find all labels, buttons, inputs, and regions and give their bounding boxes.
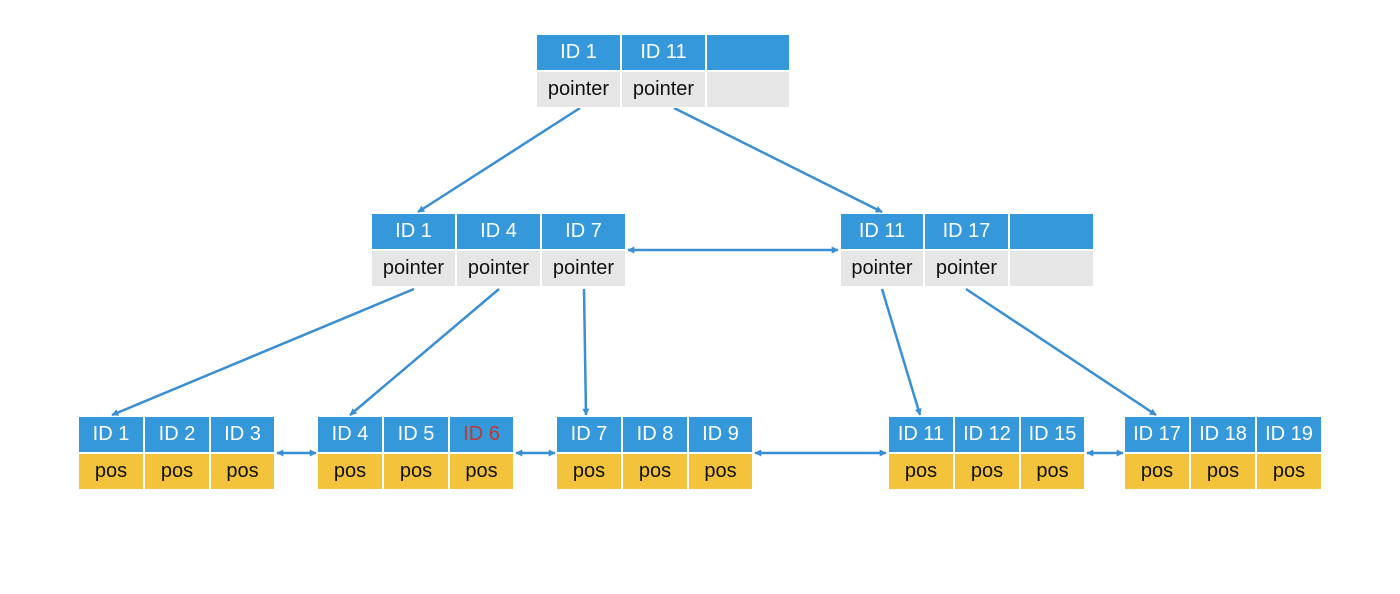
leaf-5-pos-3: pos bbox=[1256, 453, 1322, 490]
internal-1-key-3: ID 7 bbox=[541, 213, 626, 250]
leaf-5-pos-2: pos bbox=[1190, 453, 1256, 490]
edge-root-to-internal-1 bbox=[417, 106, 581, 214]
internal-2-pointer-3 bbox=[1009, 250, 1094, 287]
leaf-1-pos-1: pos bbox=[78, 453, 144, 490]
edge-internal-2-to-leaf-4 bbox=[880, 288, 922, 416]
leaf-1-pos-2: pos bbox=[144, 453, 210, 490]
root-key-1: ID 1 bbox=[536, 34, 621, 71]
leaf-3-key-3: ID 9 bbox=[688, 416, 753, 453]
internal-1-pointer-2: pointer bbox=[456, 250, 541, 287]
leaf-node-5: ID 17 ID 18 ID 19 pos pos pos bbox=[1124, 416, 1322, 490]
leaf-2-key-3-highlighted: ID 6 bbox=[449, 416, 514, 453]
leaf-1-key-1: ID 1 bbox=[78, 416, 144, 453]
leaf-2-pos-2: pos bbox=[383, 453, 449, 490]
leaf-4-pos-1: pos bbox=[888, 453, 954, 490]
leaf-3-pos-2: pos bbox=[622, 453, 688, 490]
internal-2-pointer-2: pointer bbox=[924, 250, 1009, 287]
leaf-5-key-2: ID 18 bbox=[1190, 416, 1256, 453]
edge-internal-1-to-leaf-2 bbox=[349, 288, 500, 416]
edge-root-to-internal-2 bbox=[673, 106, 883, 214]
leaf-3-key-1: ID 7 bbox=[556, 416, 622, 453]
leaf-3-pos-3: pos bbox=[688, 453, 753, 490]
root-key-3 bbox=[706, 34, 790, 71]
internal-1-pointer-1: pointer bbox=[371, 250, 456, 287]
leaf-node-3: ID 7 ID 8 ID 9 pos pos pos bbox=[556, 416, 753, 490]
internal-2-key-1: ID 11 bbox=[840, 213, 924, 250]
leaf-1-key-2: ID 2 bbox=[144, 416, 210, 453]
edge-internal-1-to-leaf-1 bbox=[111, 287, 415, 417]
leaf-4-key-3: ID 15 bbox=[1020, 416, 1085, 453]
root-pointer-1: pointer bbox=[536, 71, 621, 108]
leaf-4-pos-2: pos bbox=[954, 453, 1020, 490]
leaf-3-key-2: ID 8 bbox=[622, 416, 688, 453]
leaf-node-2: ID 4 ID 5 ID 6 pos pos pos bbox=[317, 416, 514, 490]
leaf-5-key-3: ID 19 bbox=[1256, 416, 1322, 453]
leaf-2-pos-3: pos bbox=[449, 453, 514, 490]
root-pointer-3 bbox=[706, 71, 790, 108]
leaf-1-pos-3: pos bbox=[210, 453, 275, 490]
leaf-node-1: ID 1 ID 2 ID 3 pos pos pos bbox=[78, 416, 275, 490]
internal-1-key-2: ID 4 bbox=[456, 213, 541, 250]
leaf-4-key-2: ID 12 bbox=[954, 416, 1020, 453]
leaf-5-pos-1: pos bbox=[1124, 453, 1190, 490]
root-node: ID 1 ID 11 pointer pointer bbox=[536, 34, 790, 108]
leaf-5-key-1: ID 17 bbox=[1124, 416, 1190, 453]
internal-2-key-2: ID 17 bbox=[924, 213, 1009, 250]
leaf-2-pos-1: pos bbox=[317, 453, 383, 490]
internal-1-key-1: ID 1 bbox=[371, 213, 456, 250]
internal-2-pointer-1: pointer bbox=[840, 250, 924, 287]
internal-2-key-3 bbox=[1009, 213, 1094, 250]
leaf-3-pos-1: pos bbox=[556, 453, 622, 490]
edge-internal-1-to-leaf-3 bbox=[582, 288, 590, 416]
internal-node-1: ID 1 ID 4 ID 7 pointer pointer pointer bbox=[371, 213, 626, 287]
root-pointer-2: pointer bbox=[621, 71, 706, 108]
internal-1-pointer-3: pointer bbox=[541, 250, 626, 287]
leaf-4-key-1: ID 11 bbox=[888, 416, 954, 453]
leaf-node-4: ID 11 ID 12 ID 15 pos pos pos bbox=[888, 416, 1085, 490]
leaf-4-pos-3: pos bbox=[1020, 453, 1085, 490]
leaf-1-key-3: ID 3 bbox=[210, 416, 275, 453]
edge-internal-2-to-leaf-5 bbox=[965, 287, 1157, 417]
root-key-2: ID 11 bbox=[621, 34, 706, 71]
leaf-2-key-1: ID 4 bbox=[317, 416, 383, 453]
internal-node-2: ID 11 ID 17 pointer pointer bbox=[840, 213, 1094, 287]
leaf-2-key-2: ID 5 bbox=[383, 416, 449, 453]
